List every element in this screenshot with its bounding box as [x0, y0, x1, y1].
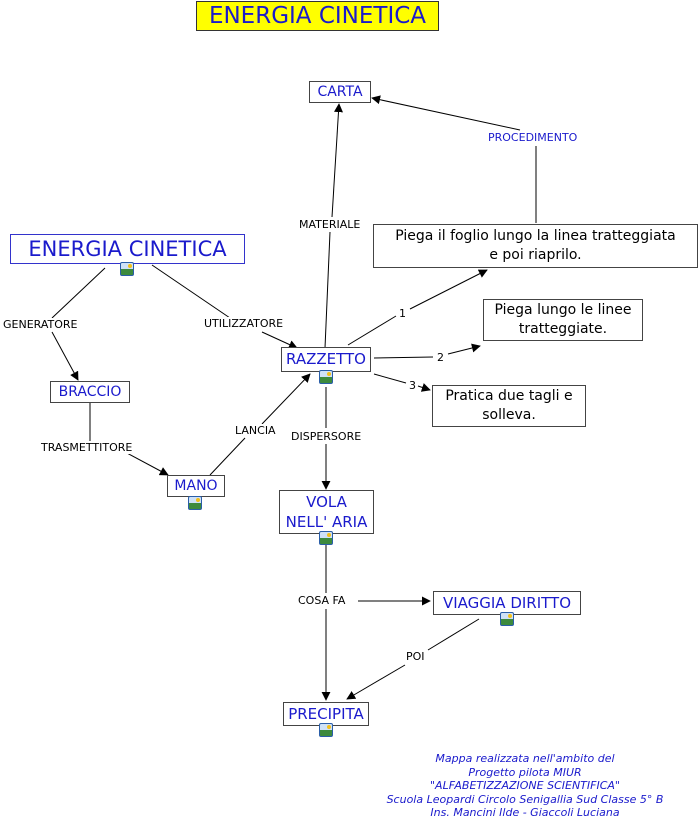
link-label-2: 2 [437, 351, 444, 364]
node-vola-line1: VOLA [306, 493, 347, 511]
node-carta[interactable]: CARTA [309, 81, 371, 103]
link-label-poi: POI [406, 650, 425, 663]
step-3-line1: Pratica due tagli e [445, 388, 573, 404]
link-label-cosa-fa: COSA FA [298, 594, 346, 607]
node-step-2[interactable]: Piega lungo le linee tratteggiate. [483, 299, 643, 341]
footer-line: Scuola Leopardi Circolo Senigallia Sud C… [386, 792, 664, 806]
line-viaggia-poi [427, 618, 480, 651]
node-precipita[interactable]: PRECIPITA [283, 702, 369, 726]
image-attachment-icon[interactable] [500, 612, 514, 626]
node-energia-cinetica[interactable]: ENERGIA CINETICA [10, 234, 245, 264]
step-1-line2: e poi riaprilo. [489, 247, 582, 263]
image-attachment-icon[interactable] [120, 262, 134, 276]
node-step-1[interactable]: Piega il foglio lungo la linea tratteggi… [373, 224, 698, 268]
line-energia-generatore [51, 267, 106, 319]
step-1-line1: Piega il foglio lungo la linea tratteggi… [395, 228, 676, 244]
line-generatore-braccio [51, 331, 79, 381]
link-label-procedimento: PROCEDIMENTO [488, 131, 578, 144]
link-label-utilizzatore: UTILIZZATORE [204, 317, 284, 330]
node-vola-nell-aria[interactable]: VOLA NELL' ARIA [279, 490, 374, 534]
line-3-step3 [417, 383, 431, 392]
node-braccio[interactable]: BRACCIO [50, 381, 130, 403]
step-2-line1: Piega lungo le linee [494, 302, 632, 318]
line-procedimento-carta [371, 95, 521, 131]
line-materiale-carta [331, 103, 343, 218]
link-label-3: 3 [409, 379, 416, 392]
line-poi-precipita [346, 664, 406, 700]
footer-line: Progetto pilota MIUR [468, 765, 582, 779]
line-mano-lancia [209, 437, 246, 476]
node-mano[interactable]: MANO [167, 475, 225, 497]
image-attachment-icon[interactable] [319, 723, 333, 737]
node-vola-line2: NELL' ARIA [285, 513, 368, 531]
line-trasmettitore-mano [124, 451, 169, 476]
image-attachment-icon[interactable] [319, 370, 333, 384]
step-2-line2: tratteggiate. [518, 321, 608, 337]
node-step-3[interactable]: Pratica due tagli e solleva. [432, 385, 586, 427]
line-razzetto-1 [347, 315, 397, 346]
step-3-line2: solleva. [482, 407, 536, 423]
image-attachment-icon[interactable] [319, 531, 333, 545]
node-razzetto[interactable]: RAZZETTO [281, 347, 371, 372]
link-label-1: 1 [399, 307, 406, 320]
footer-line: "ALFABETIZZAZIONE SCIENTIFICA" [430, 779, 620, 792]
link-label-generatore: GENERATORE [3, 318, 78, 331]
line-razzetto-materiale [324, 231, 331, 349]
link-label-materiale: MATERIALE [299, 218, 361, 231]
footer-credits: Mappa realizzata nell'ambito del Progett… [370, 752, 680, 820]
link-label-dispersore: DISPERSORE [291, 430, 362, 443]
line-energia-utilizzatore [151, 264, 231, 319]
line-2-step2 [447, 343, 481, 355]
line-lancia-razzetto [261, 373, 311, 425]
footer-line: Mappa realizzata nell'ambito del [435, 752, 615, 765]
line-1-step1 [409, 269, 488, 310]
link-label-trasmettitore: TRASMETTITORE [41, 441, 133, 454]
image-attachment-icon[interactable] [188, 496, 202, 510]
line-razzetto-2 [373, 356, 434, 359]
page-title: ENERGIA CINETICA [196, 1, 439, 31]
footer-line: Ins. Mancini Ilde - Giaccoli Luciana [430, 806, 620, 819]
line-utilizzatore-razzetto [261, 331, 298, 349]
link-label-lancia: LANCIA [235, 424, 276, 437]
line-razzetto-3 [373, 373, 407, 384]
